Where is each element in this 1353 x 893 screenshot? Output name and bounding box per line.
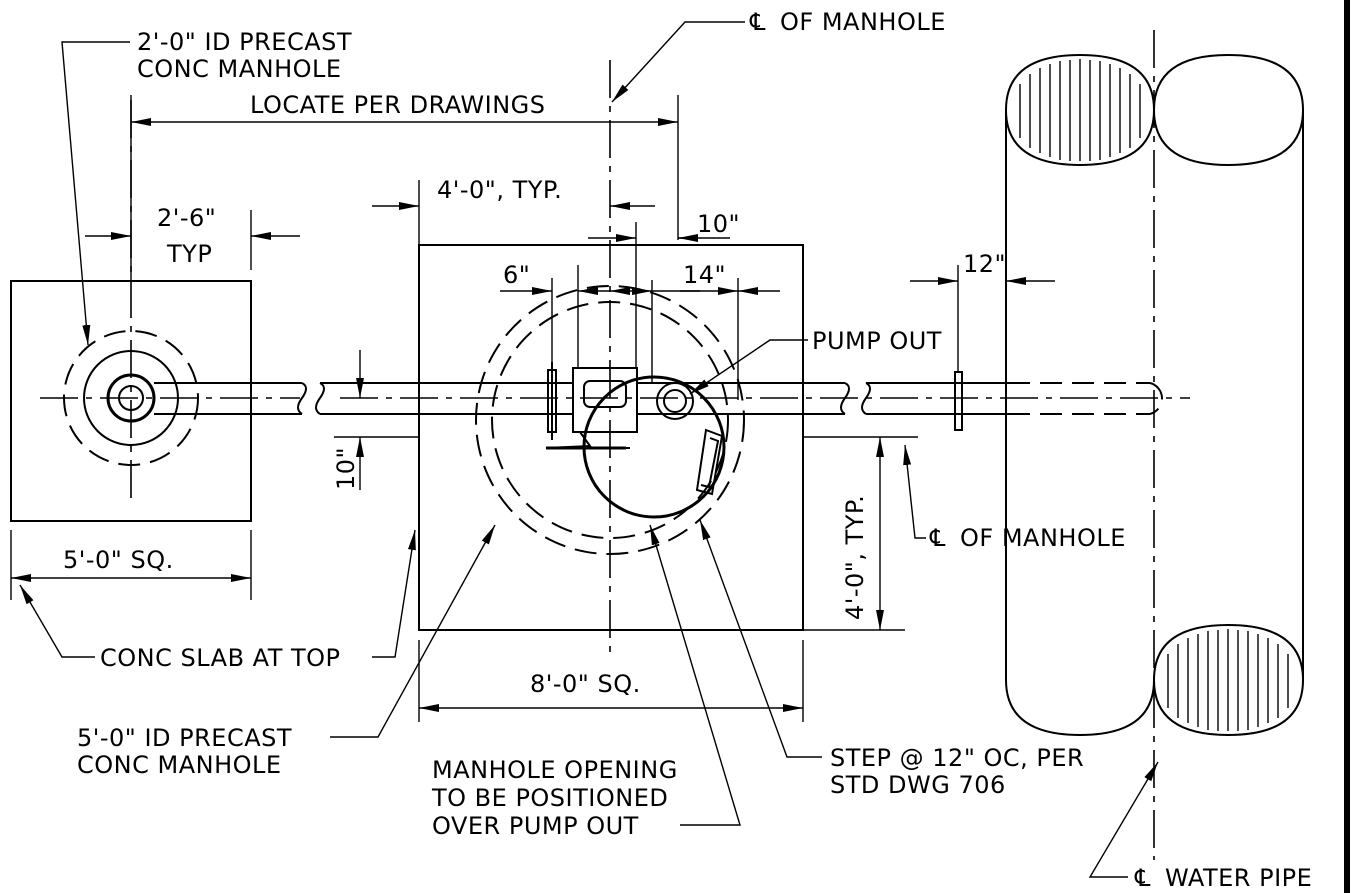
pipe-break-1	[297, 382, 307, 415]
manhole-opening-label-2: TO BE POSITIONED	[431, 784, 668, 812]
flange-right	[954, 371, 963, 431]
large-manhole-label-2: CONC MANHOLE	[77, 751, 282, 779]
pump-out-inner	[663, 389, 687, 413]
dim-14-label: 14"	[683, 261, 726, 289]
step-outer	[695, 428, 724, 496]
cl-symbol-water: ℄	[1134, 864, 1151, 892]
water-pipe-bottom-left	[1005, 679, 1155, 737]
annotations: 2'-0" ID PRECAST CONC MANHOLE ℄ OF MANHO…	[63, 8, 1312, 892]
large-manhole	[418, 60, 804, 660]
flange-left	[547, 369, 557, 433]
cl-manhole-top-label: OF MANHOLE	[780, 8, 946, 36]
step-label-1: STEP @ 12" OC, PER	[830, 744, 1084, 772]
dim-10-top-label: 10"	[697, 210, 740, 238]
cl-manhole-right-label: OF MANHOLE	[960, 524, 1126, 552]
valve-box	[572, 367, 638, 433]
manhole-opening-label-1: MANHOLE OPENING	[432, 756, 678, 784]
dimensions	[10, 95, 1055, 722]
dim-2-6-label: 2'-6"	[157, 204, 216, 232]
dim-typ-label: TYP	[166, 240, 212, 268]
cl-symbol-top: ℄	[749, 8, 766, 36]
pump-out-label: PUMP OUT	[812, 327, 942, 355]
manhole-opening	[582, 375, 726, 519]
locate-label: LOCATE PER DRAWINGS	[250, 91, 546, 119]
dim-10-side-label: 10"	[332, 447, 360, 490]
water-pipe-top-back	[1153, 109, 1304, 167]
small-manhole-label-2: CONC MANHOLE	[137, 55, 342, 83]
dim-8-0-sq-label: 8'-0" SQ.	[530, 670, 641, 698]
dim-12-label: 12"	[963, 250, 1006, 278]
step-label-2: STD DWG 706	[830, 771, 1006, 799]
leaders	[19, 21, 1159, 878]
conc-slab-label: CONC SLAB AT TOP	[100, 644, 341, 672]
manhole-opening-label-3: OVER PUMP OUT	[432, 812, 639, 840]
small-manhole	[10, 100, 300, 522]
dim-5-0-sq-label: 5'-0" SQ.	[63, 546, 174, 574]
pipe-runs	[154, 362, 1190, 440]
valve-support	[545, 431, 630, 449]
dim-4-0-vert-label: 4'-0", TYP.	[841, 495, 869, 620]
large-manhole-label-1: 5'-0" ID PRECAST	[77, 724, 292, 752]
small-manhole-label-1: 2'-0" ID PRECAST	[137, 28, 352, 56]
cl-symbol-right: ℄	[929, 524, 946, 552]
cl-water-pipe-label: WATER PIPE	[1165, 864, 1312, 892]
top-hatch	[1019, 59, 1141, 161]
bottom-hatch	[1167, 629, 1289, 731]
water-pipe	[1004, 30, 1305, 860]
dim-6-label: 6"	[503, 261, 530, 289]
pipe-break-2	[315, 382, 325, 415]
pump-out-outer	[656, 382, 694, 420]
water-pipe-top-right	[1153, 53, 1304, 111]
dim-4-0-typ-label: 4'-0", TYP.	[437, 176, 562, 204]
step-inner	[700, 437, 720, 489]
water-pipe-bottom-section	[1152, 623, 1305, 737]
valve-box-inner	[583, 380, 627, 408]
